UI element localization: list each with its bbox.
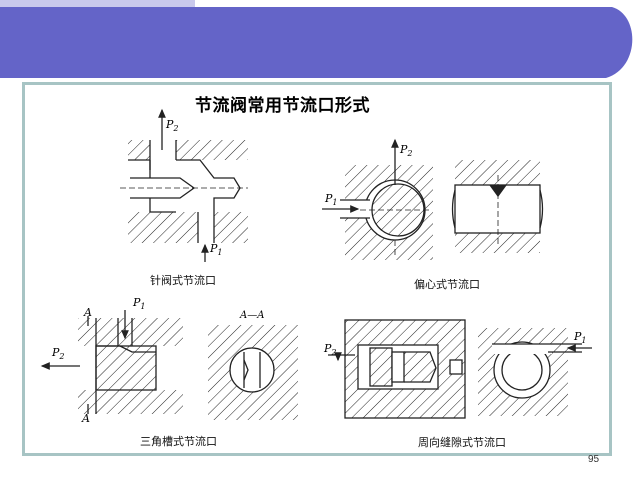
label-a-a-section: A—A — [239, 310, 264, 321]
caption-triangle-groove: 三角槽式节流口 — [140, 435, 217, 448]
eccentric-diagram — [322, 138, 544, 260]
label-p2-triangle: P2 — [51, 346, 65, 361]
caption-circumferential-slit: 周向缝隙式节流口 — [418, 436, 506, 449]
needle-valve-diagram — [120, 108, 248, 262]
label-a-top: A — [83, 306, 92, 319]
header-band — [0, 0, 633, 78]
content-frame — [22, 82, 612, 456]
label-p1-slit: P1 — [573, 330, 587, 345]
label-p2-slit: P2 — [323, 342, 337, 357]
label-p1-triangle: P1 — [132, 296, 146, 311]
triangle-groove-diagram — [40, 310, 298, 420]
caption-needle-valve: 针阀式节流口 — [150, 274, 216, 287]
caption-eccentric: 偏心式节流口 — [414, 278, 480, 291]
label-p2-eccentric: P2 — [399, 143, 413, 158]
label-p2-needle: P2 — [165, 118, 179, 133]
label-a-bottom: A — [81, 412, 90, 425]
label-p1-needle: P1 — [209, 242, 223, 257]
slide-title: 节流阀常用节流口形式 — [195, 96, 370, 116]
page-number: 95 — [588, 454, 600, 465]
circumferential-slit-diagram — [328, 319, 592, 419]
label-p1-eccentric: P1 — [324, 192, 338, 207]
